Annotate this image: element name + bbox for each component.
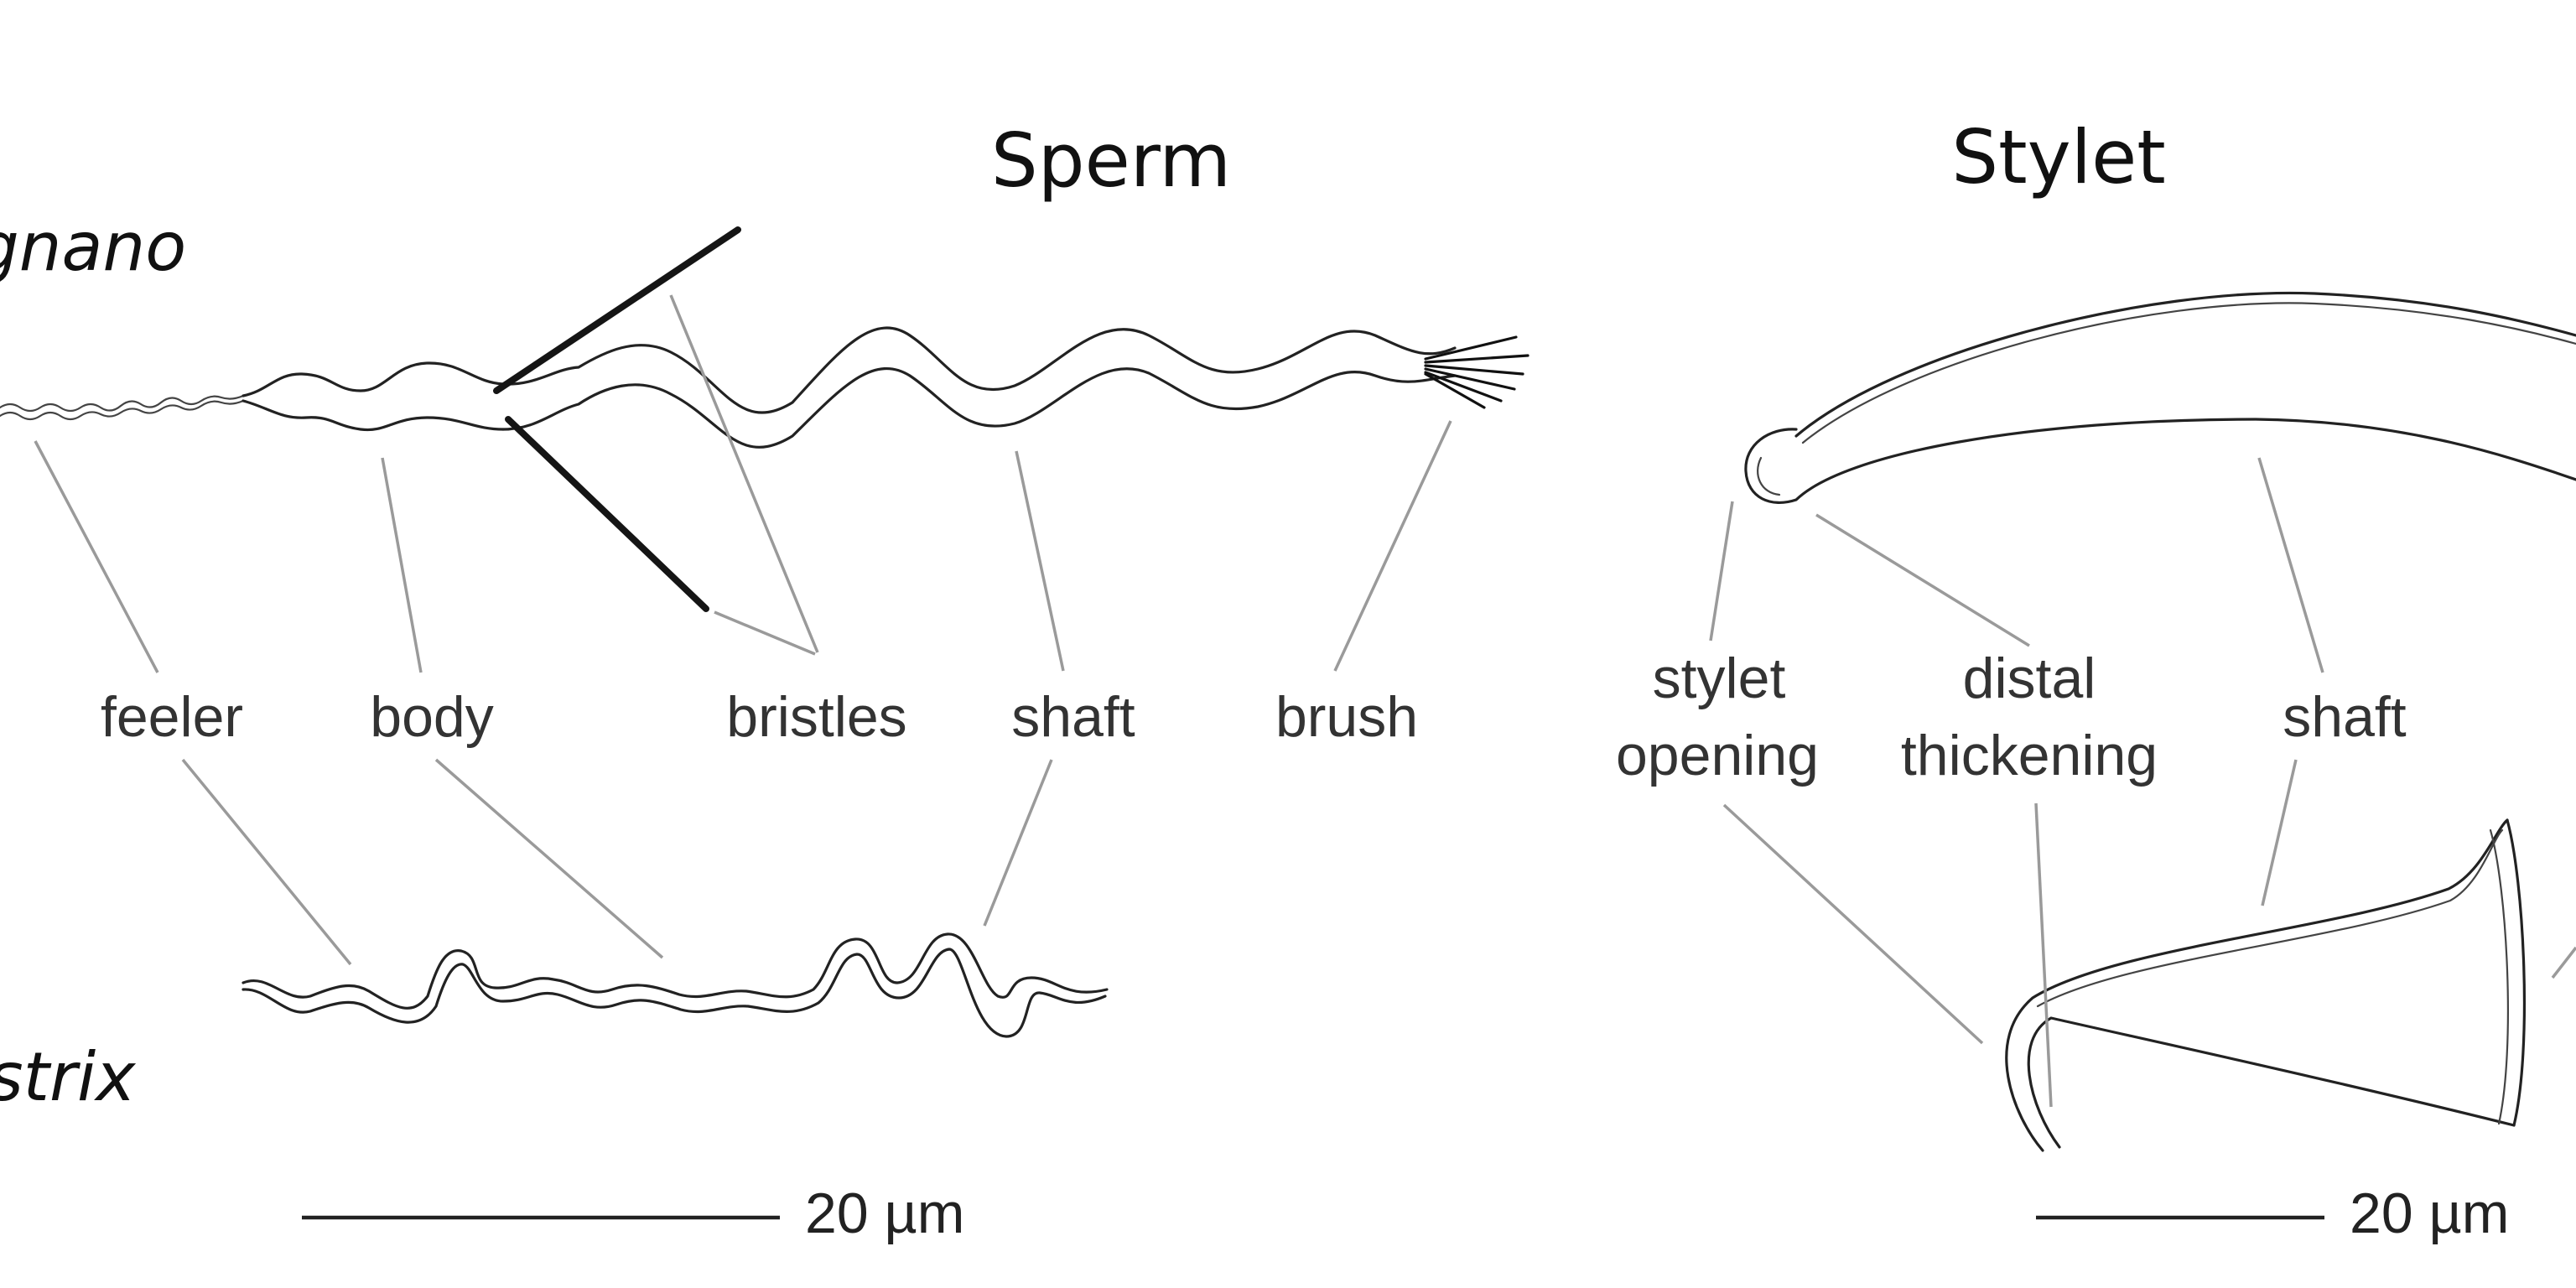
- sperm-brush: [1424, 335, 1530, 409]
- stylet-top-tip-detail: [1757, 456, 1781, 496]
- sperm-leader-lines: [34, 294, 1452, 966]
- label-stylet-opening-2: opening: [1616, 724, 1819, 787]
- label-distal-thickening-1: distal: [1963, 647, 2096, 710]
- stylet-bottom-drawing: [2005, 818, 2527, 1152]
- stylet-leader-lines: [1709, 457, 2576, 1108]
- label-brush: brush: [1275, 685, 1418, 749]
- sperm-shaft-lower: [501, 366, 1457, 449]
- label-bristles: bristles: [726, 685, 906, 749]
- stylet-bottom-inner: [2036, 828, 2504, 1008]
- sperm-body-upper: [242, 361, 505, 397]
- label-distal-thickening-2: thickening: [1901, 724, 2158, 787]
- sperm-feeler: [0, 394, 245, 421]
- sperm-bottom-upper: [242, 932, 1109, 1010]
- stylet-bottom-base: [2506, 818, 2527, 1127]
- stylet-top-drawing: [1744, 291, 2576, 504]
- sperm-bottom-lower: [242, 948, 1107, 1038]
- stylet-bottom-upper: [2005, 818, 2509, 1152]
- stylet-top-inner-upper: [1794, 291, 2576, 438]
- sperm-body-lower: [242, 399, 505, 432]
- species-name-bottom: strix: [0, 1038, 137, 1116]
- sperm-top-drawing: [0, 226, 1530, 612]
- sperm-bristle-lower: [505, 416, 709, 612]
- stylet-top-inner-line: [1801, 302, 2576, 444]
- label-body: body: [370, 685, 493, 749]
- stylet-scale-label: 20 µm: [2350, 1182, 2509, 1245]
- stylet-title: Stylet: [1951, 114, 2166, 200]
- sperm-scale-label: 20 µm: [805, 1182, 964, 1245]
- label-feeler: feeler: [101, 685, 243, 749]
- label-stylet-opening-1: stylet: [1653, 647, 1786, 710]
- stylet-top-outer: [1744, 418, 2576, 504]
- sperm-bristle-upper: [493, 226, 741, 394]
- label-shaft-stylet: shaft: [2283, 685, 2407, 749]
- stylet-bottom-lower: [2027, 1016, 2516, 1149]
- sperm-shaft-upper: [501, 326, 1457, 414]
- label-shaft-sperm: shaft: [1011, 685, 1135, 749]
- stylet-bottom-base-inner: [2489, 828, 2509, 1125]
- species-name-top: gnano: [0, 208, 186, 286]
- sperm-bottom-drawing: [242, 932, 1109, 1038]
- sperm-title: Sperm: [991, 117, 1231, 204]
